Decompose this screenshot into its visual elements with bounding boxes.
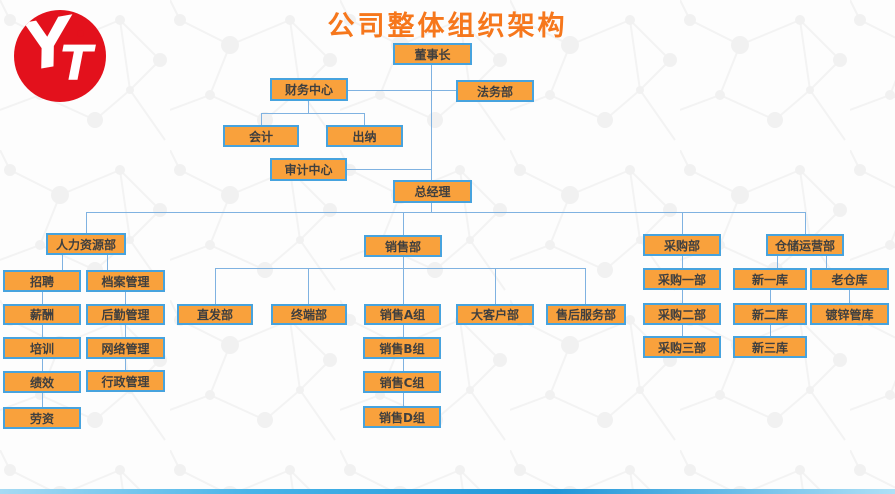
org-node-after-sales: 售后服务部 [546,304,626,325]
connector-arch-logistics [125,292,126,304]
connector-network-admin [125,359,126,370]
org-node-admin: 行政管理 [86,370,165,392]
org-node-purchasing: 采购部 [643,234,721,256]
org-node-finance-center: 财务中心 [270,78,348,101]
bottom-accent-bar [0,489,895,494]
page-title: 公司整体组织架构 [327,11,568,42]
connector-audit-link [347,169,431,170]
company-logo: Y T [14,10,106,102]
bird-eye-dot [77,30,84,37]
org-node-sales-c: 销售C组 [363,371,441,393]
connector-training-perf [42,359,43,371]
connector-gm-down [431,203,432,213]
connector-salesa-b [403,325,404,337]
connector-finance-riser [308,101,309,113]
org-node-sales-b: 销售B组 [363,337,441,359]
connector-sales-drop [403,212,404,235]
connector-direct-drop [215,268,216,304]
connector-chairman-gm [431,65,432,180]
org-node-direct-sales: 直发部 [177,304,253,325]
connector-purch2-3 [682,325,683,336]
org-node-performance: 绩效 [3,371,81,393]
org-node-archives: 档案管理 [86,270,165,292]
logo-letter-t: T [60,36,93,92]
connector-salesc-d [403,393,404,406]
org-node-network: 网络管理 [86,337,165,359]
connector-sales-children-h [215,268,586,269]
org-node-legal: 法务部 [456,80,534,102]
org-node-galvanized-wh: 镀锌管库 [810,303,889,325]
org-node-sales-a: 销售A组 [364,304,441,325]
connector-keyacct-drop [495,268,496,304]
connector-hr-drop [86,212,87,233]
org-node-new-wh-1: 新一库 [733,268,807,290]
connector-purch-1 [682,256,683,268]
org-node-cashier: 出纳 [326,125,403,147]
org-node-old-wh: 老仓库 [810,268,889,290]
connector-terminal-drop [308,268,309,304]
org-node-compensation: 薪酬 [3,304,81,325]
connector-hr-child1 [62,255,63,270]
connector-newwh2-3 [770,325,771,336]
connector-purch1-2 [682,290,683,303]
connector-purchasing-drop [682,212,683,234]
org-node-audit-center: 审计中心 [270,158,347,181]
connector-newwh1-2 [770,290,771,303]
org-node-purchasing-1: 采购一部 [643,268,721,290]
org-node-chairman: 董事长 [393,43,472,65]
org-node-terminal: 终端部 [271,304,347,325]
connector-accounting-drop [261,113,262,125]
org-node-purchasing-2: 采购二部 [643,303,721,325]
connector-perf-labor [42,393,43,407]
connector-wh-child1 [777,256,778,268]
connector-wh-child2 [826,256,827,268]
connector-recruit-comp [42,292,43,304]
connector-comp-training [42,325,43,337]
connector-salesa-drop [403,268,404,304]
org-node-accounting: 会计 [223,125,299,147]
connector-sales-riser [403,257,404,268]
org-node-new-wh-2: 新二库 [733,303,807,325]
org-node-sales-d: 销售D组 [363,406,441,428]
connector-depts-h [86,212,805,213]
connector-finance-children-h [261,113,364,114]
connector-finance-legal [348,90,456,91]
connector-cashier-drop [364,113,365,125]
org-node-hr: 人力资源部 [46,233,126,255]
org-node-key-accounts: 大客户部 [456,304,534,325]
connector-hr-child2 [107,255,108,270]
org-node-labor: 劳资 [3,407,81,429]
org-node-recruitment: 招聘 [3,270,81,292]
org-node-training: 培训 [3,337,81,359]
connector-salesb-c [403,359,404,371]
org-node-logistics: 后勤管理 [86,304,165,325]
org-node-general-manager: 总经理 [393,180,472,203]
connector-aftersales-drop [585,268,586,304]
connector-warehouse-drop [805,212,806,234]
org-node-purchasing-3: 采购三部 [643,336,721,358]
connector-logistics-network [125,325,126,337]
connector-oldwh-galv [849,290,850,303]
org-node-warehouse-ops: 仓储运营部 [766,234,844,256]
org-node-new-wh-3: 新三库 [733,336,807,358]
org-node-sales: 销售部 [364,235,442,257]
